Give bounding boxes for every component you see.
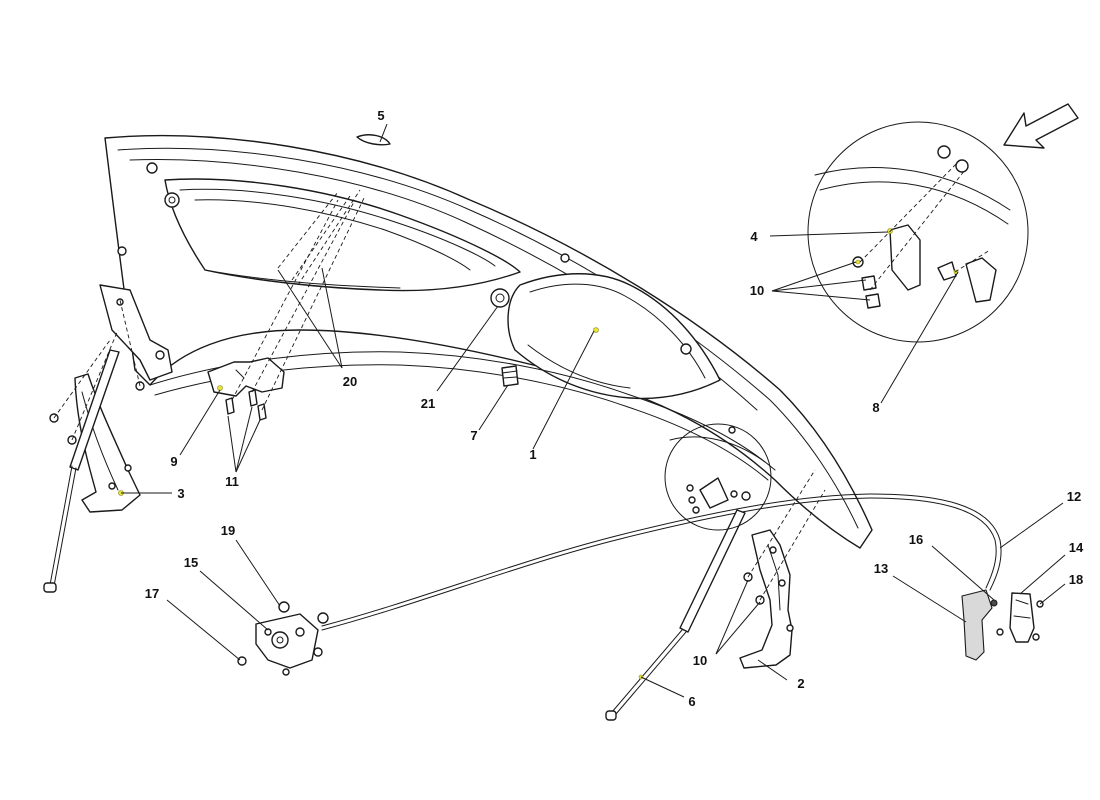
callout-20: 20 [343,374,357,389]
callout-4: 4 [750,229,758,244]
detail-view-lower [664,423,772,531]
handle-bracket-part-14 [1009,592,1044,643]
detail-view-upper [807,121,1029,343]
bumper-part-7 [501,365,519,387]
left-fasteners [49,246,145,445]
callout-6: 6 [688,694,695,709]
callout-16: 16 [909,532,923,547]
callout-12: 12 [1067,489,1081,504]
lock-part-15 [237,601,329,676]
callout-8: 8 [872,400,879,415]
callout-10b: 10 [693,653,707,668]
release-cable-part-12 [321,493,1002,631]
callout-17: 17 [145,586,159,601]
callout-11: 11 [225,474,239,489]
callout-15: 15 [184,555,198,570]
callout-10a: 10 [750,283,764,298]
right-hinge-part-2 [739,529,794,669]
callout-14: 14 [1069,540,1084,555]
callouts: 5 1 2 3 4 6 7 8 9 10 10 11 12 13 14 15 1… [145,108,1084,709]
callout-18: 18 [1069,572,1083,587]
callout-19: 19 [221,523,235,538]
callout-21: 21 [421,396,435,411]
right-gas-strut-part-6 [605,491,751,721]
left-gas-strut [43,349,120,593]
callout-13: 13 [874,561,888,576]
assembly-lines [53,159,991,601]
hood-panel [104,134,873,549]
callout-2: 2 [797,676,804,691]
plug-part-5 [356,134,391,146]
callout-3: 3 [177,486,184,501]
callout-7: 7 [470,428,477,443]
direction-arrow-icon [1003,103,1079,149]
latch-bracket-part-9 [207,357,285,421]
callout-9: 9 [170,454,177,469]
callout-1: 1 [529,447,536,462]
callout-5: 5 [377,108,384,123]
leader-lines [121,123,1066,698]
release-handle-part-13 [961,589,1004,661]
